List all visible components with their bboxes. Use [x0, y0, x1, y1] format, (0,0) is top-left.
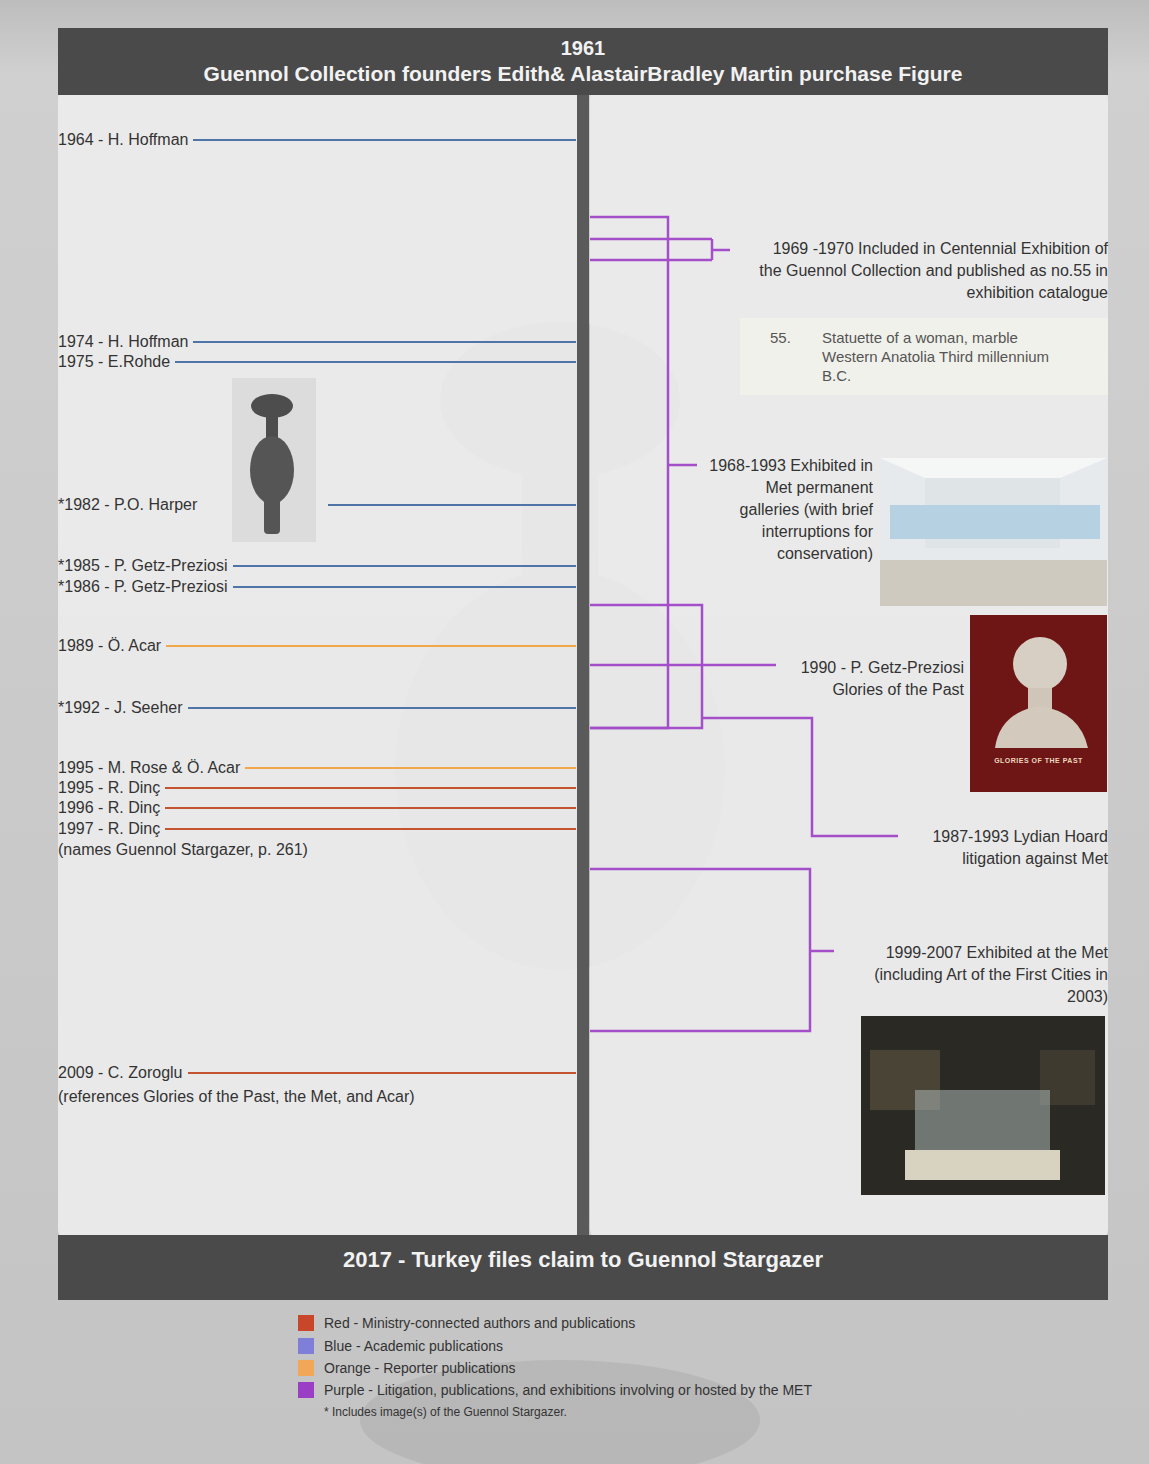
publication-entry: 1995 - R. Dinç: [58, 777, 160, 799]
legend-item: Blue - Academic publications: [298, 1337, 503, 1355]
publication-entry: 1974 - H. Hoffman: [58, 331, 188, 353]
catalogue-number: 55.: [770, 328, 822, 347]
year-heading: 1961: [561, 36, 606, 60]
figurine-legs: [264, 498, 280, 534]
met-event: 1999-2007 Exhibited at the Met (includin…: [833, 942, 1108, 1008]
publication-entry: 1995 - M. Rose & Ö. Acar: [58, 757, 240, 779]
leader-line: [328, 504, 576, 506]
bracket: [590, 217, 697, 728]
case-base: [905, 1150, 1060, 1180]
bracket: [590, 664, 776, 667]
left-panel: [58, 88, 578, 1240]
book-cover: [970, 615, 1107, 792]
display-case: [915, 1090, 1050, 1150]
met-event: 1968-1993 Exhibited in Met permanent gal…: [703, 455, 873, 565]
legend-text: Blue - Academic publications: [324, 1337, 503, 1355]
publication-entry: *1985 - P. Getz-Preziosi: [58, 555, 228, 577]
right-panel: [590, 88, 1108, 1240]
leader-line: [175, 361, 576, 363]
publication-entry: 1996 - R. Dinç: [58, 797, 160, 819]
figurine-body: [250, 436, 294, 504]
leader-line: [188, 1072, 576, 1074]
cover-ground: [970, 615, 1107, 792]
met-event: 1990 - P. Getz-Preziosi Glories of the P…: [769, 657, 964, 701]
timeline-band: 2017 - Turkey files claim to Guennol Sta…: [58, 1235, 1108, 1300]
floor: [880, 560, 1107, 606]
leader-line: [245, 767, 576, 769]
legend-swatch: [298, 1315, 314, 1331]
figurine-photo: [232, 378, 316, 542]
catalogue-text: Statuette of a woman, marble Western Ana…: [822, 328, 1052, 385]
exhibition-photo: [861, 1016, 1105, 1195]
timeline-spine: [577, 95, 589, 1235]
legend-note: * Includes image(s) of the Guennol Starg…: [324, 1404, 567, 1420]
publication-entry: *1982 - P.O. Harper: [58, 494, 197, 516]
met-event: 1969 -1970 Included in Centennial Exhibi…: [748, 238, 1108, 304]
photo-ground: [880, 458, 1107, 606]
legend-swatch: [298, 1382, 314, 1398]
leader-line: [233, 586, 576, 588]
leader-line: [193, 139, 576, 141]
leader-line: [193, 341, 576, 343]
publication-entry: 1975 - E.Rohde: [58, 351, 170, 373]
legend-swatch: [298, 1338, 314, 1354]
photo-ground: [232, 378, 316, 542]
legend-text: Red - Ministry-connected authors and pub…: [324, 1314, 635, 1332]
publication-entry: 1964 - H. Hoffman: [58, 129, 188, 151]
leader-line: [188, 707, 576, 709]
bust-head: [1013, 637, 1067, 691]
legend-text: Orange - Reporter publications: [324, 1359, 515, 1377]
band-text: Guennol Collection founders Edith& Alast…: [204, 60, 963, 87]
timeline-band: 1961Guennol Collection founders Edith& A…: [58, 28, 1108, 95]
bracket: [590, 239, 730, 260]
leader-line: [165, 828, 576, 830]
ceiling: [880, 458, 1107, 478]
leader-line: [165, 807, 576, 809]
legend-item: Red - Ministry-connected authors and pub…: [298, 1314, 635, 1332]
bracket: [590, 605, 898, 836]
publication-entry: 1997 - R. Dinç: [58, 818, 160, 840]
publication-note: (names Guennol Stargazer, p. 261): [58, 839, 308, 861]
photo-ground: [861, 1016, 1105, 1195]
legend-item: Purple - Litigation, publications, and e…: [298, 1381, 812, 1399]
bust-shoulders: [995, 706, 1088, 748]
leader-line: [166, 645, 576, 647]
display-case: [890, 505, 1100, 539]
legend-text: Purple - Litigation, publications, and e…: [324, 1381, 812, 1399]
leader-line: [233, 565, 576, 567]
publication-entry: *1992 - J. Seeher: [58, 697, 183, 719]
publication-note: (references Glories of the Past, the Met…: [58, 1086, 415, 1108]
gallery-photo: [880, 458, 1107, 606]
leader-line: [165, 787, 576, 789]
catalogue-card: 55.Statuette of a woman, marble Western …: [740, 318, 1108, 395]
met-event: 1987-1993 Lydian Hoard litigation agains…: [893, 826, 1108, 870]
band-text: 2017 - Turkey files claim to Guennol Sta…: [343, 1246, 823, 1273]
cover-title: GLORIES OF THE PAST: [972, 756, 1105, 765]
bracket: [590, 869, 834, 1031]
publication-entry: 1989 - Ö. Acar: [58, 635, 161, 657]
legend-swatch: [298, 1360, 314, 1376]
publication-entry: 2009 - C. Zoroglu: [58, 1062, 183, 1084]
publication-entry: *1986 - P. Getz-Preziosi: [58, 576, 228, 598]
legend-item: Orange - Reporter publications: [298, 1359, 515, 1377]
